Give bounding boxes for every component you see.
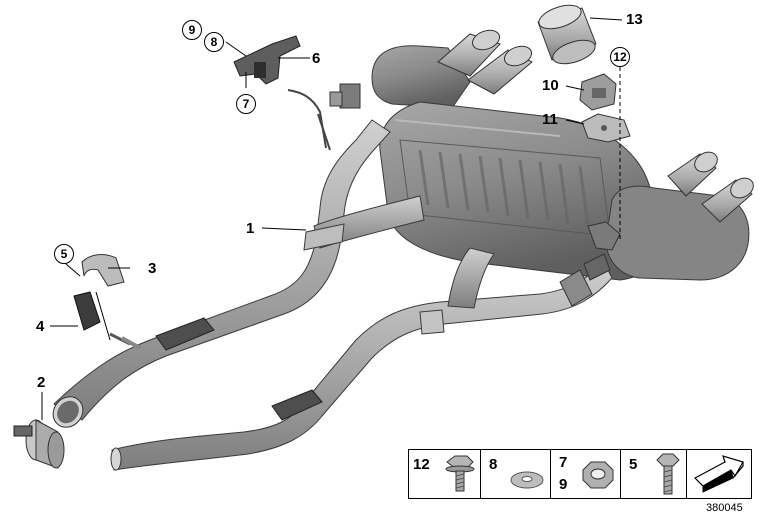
document-number: 380045 — [706, 502, 743, 514]
legend-cell-8: 8 — [481, 450, 551, 498]
callout-13: 13 — [626, 11, 643, 28]
leader-lines — [41, 17, 623, 420]
callout-4: 4 — [36, 318, 45, 335]
right-pipe — [110, 247, 613, 471]
callout-6: 6 — [312, 50, 321, 67]
hex-flange-bolt-icon — [445, 455, 475, 492]
upper-hanger-bracket — [233, 35, 301, 85]
legend-cell-5: 5 — [621, 450, 687, 498]
legend-label-9: 9 — [559, 476, 568, 493]
exhaust-tips — [437, 29, 754, 223]
pipe-clamp — [13, 419, 65, 469]
legend-cell-7-9: 7 9 — [551, 450, 621, 498]
actuator-bracket — [581, 113, 631, 143]
callout-5: 5 — [54, 244, 74, 264]
legend-label-7: 7 — [559, 454, 568, 471]
vacuum-actuator — [579, 73, 617, 111]
fastener-legend: 12 8 7 9 5 — [408, 449, 752, 499]
callout-8: 8 — [204, 32, 224, 52]
callout-7: 7 — [236, 94, 256, 114]
exhaust-flap-actuator — [287, 83, 361, 151]
hex-bolt-icon — [656, 453, 680, 495]
washer-icon — [510, 471, 544, 489]
callout-9: 9 — [182, 20, 202, 40]
rubber-mount-assembly — [73, 254, 141, 350]
callout-3: 3 — [148, 260, 157, 277]
legend-label-8: 8 — [489, 456, 498, 473]
legend-label-12: 12 — [413, 456, 430, 473]
legend-cell-arrow — [687, 450, 751, 498]
callout-11: 11 — [542, 111, 558, 128]
callout-1: 1 — [246, 220, 255, 237]
legend-cell-12: 12 — [409, 450, 481, 498]
hex-nut-icon — [582, 461, 614, 489]
callout-12: 12 — [610, 47, 630, 67]
direction-arrow-icon — [694, 455, 744, 493]
callout-10: 10 — [542, 77, 559, 94]
legend-label-5: 5 — [629, 456, 638, 473]
tailpipe-sleeve — [537, 4, 597, 65]
callout-2: 2 — [37, 374, 46, 391]
